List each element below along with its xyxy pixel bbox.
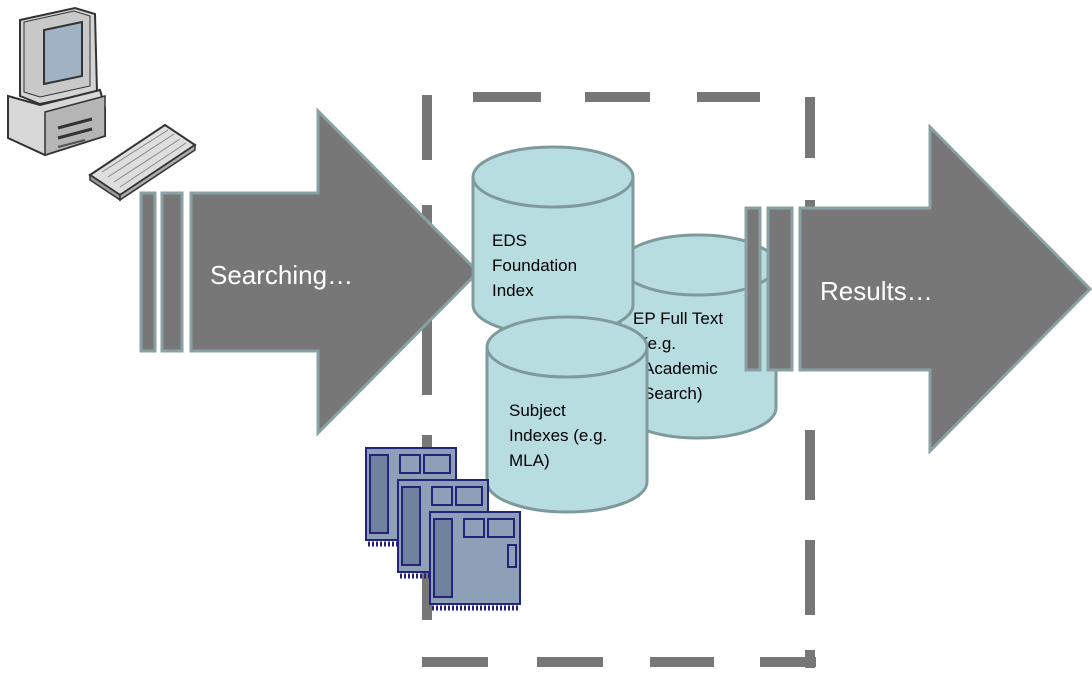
server-rack-icon xyxy=(365,447,521,611)
eds-foundation-index-cylinder: EDS Foundation Index xyxy=(471,145,635,337)
searching-label: Searching… xyxy=(210,260,353,290)
ep-full-text-label: EP Full Text (e.g. Academic Search) xyxy=(633,309,728,403)
results-label: Results… xyxy=(820,276,933,306)
subject-indexes-cylinder: Subject Indexes (e.g. MLA) xyxy=(485,315,649,514)
eds-foundation-index-label: EDS Foundation Index xyxy=(492,231,582,300)
results-arrow: Results… xyxy=(744,123,1092,455)
searching-arrow: Searching… xyxy=(139,107,481,437)
computer-icon xyxy=(7,6,197,202)
subject-indexes-label: Subject Indexes (e.g. MLA) xyxy=(509,401,612,470)
